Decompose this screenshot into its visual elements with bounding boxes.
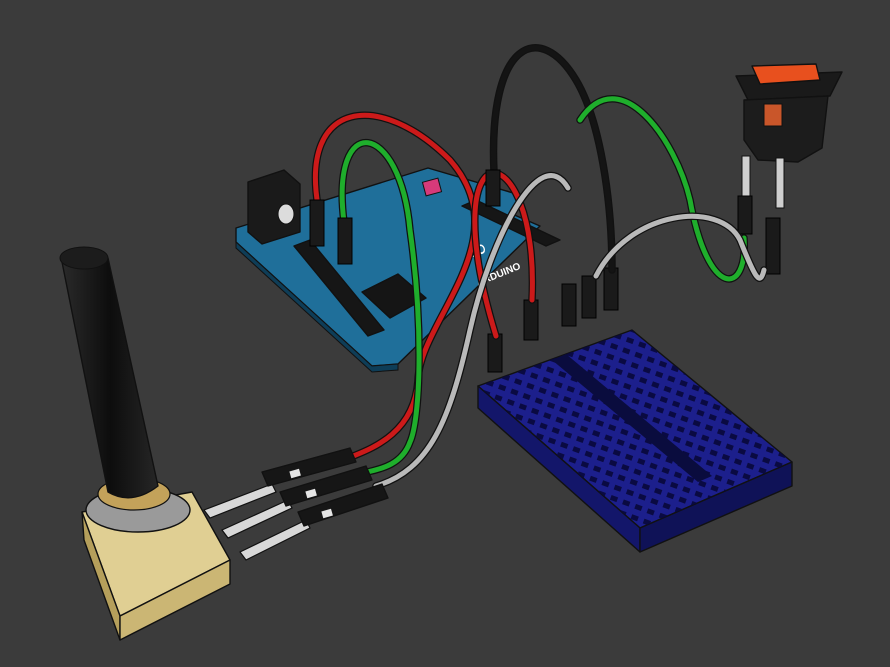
rotary-potentiometer (59, 246, 311, 641)
wire-gray-long (373, 173, 571, 489)
pot-wire-connectors (261, 447, 389, 527)
button-lead-right (775, 157, 785, 209)
breadboard-center-channel (552, 354, 712, 482)
breadboard-wire-pins (487, 267, 619, 373)
arduino-board: ∞ ARDUINO (235, 167, 561, 373)
jumper-wires (311, 44, 768, 490)
wire-green-long (339, 140, 422, 477)
pot-knob (61, 250, 159, 499)
mini-breadboard (477, 329, 793, 553)
reset-button (421, 177, 443, 197)
wire-green-button (577, 96, 747, 282)
button-cap (751, 63, 821, 85)
microcontroller-chip (361, 273, 427, 319)
wire-gray-button (593, 213, 767, 281)
wire-black (491, 45, 615, 273)
pot-terminals (203, 483, 311, 561)
arduino-wire-plugs (309, 169, 501, 265)
wire-red-long (313, 112, 478, 463)
header-strip-left (293, 239, 385, 337)
dc-jack (247, 169, 301, 245)
pushbutton (735, 63, 843, 275)
